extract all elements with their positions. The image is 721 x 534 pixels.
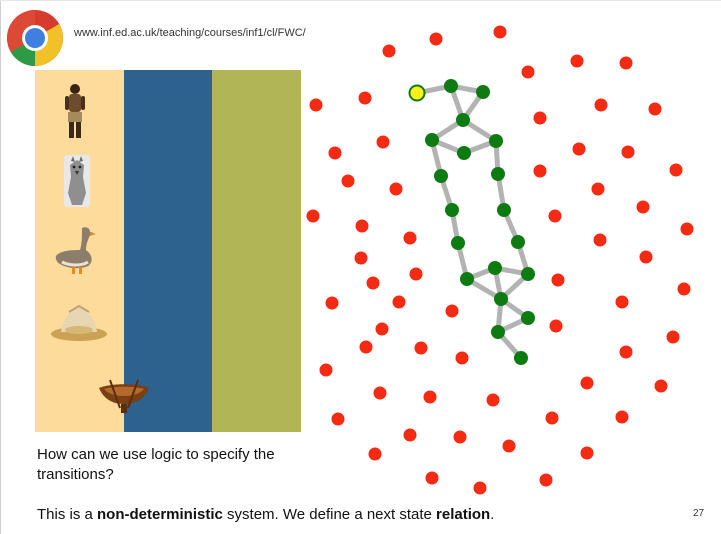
- footer-bold-1: non-deterministic: [97, 506, 223, 523]
- graph-edges: [414, 83, 531, 361]
- page-url[interactable]: www.inf.ed.ac.uk/teaching/courses/inf1/c…: [74, 27, 306, 39]
- farmer-icon: [65, 84, 85, 138]
- grain-icon: [51, 304, 107, 341]
- right-bank: [212, 70, 301, 432]
- page-number: 27: [693, 508, 705, 519]
- graph-path-states: [425, 79, 535, 365]
- graph-red-states: [306, 25, 694, 495]
- question-text: How can we use logic to specify the tran…: [37, 446, 275, 483]
- frame-left-border: [0, 0, 1, 534]
- footer-text-3: .: [490, 506, 495, 523]
- footer-text-2: system. We define a next state: [222, 506, 437, 523]
- river: [124, 70, 212, 432]
- footer-text-1: This is a: [37, 506, 98, 523]
- boat-icon: [99, 379, 149, 413]
- wolf-icon: [64, 155, 90, 207]
- footer-statement: This is a non-deterministic system. We d…: [37, 506, 494, 523]
- state-graph: [306, 25, 694, 495]
- frame-top-border: [0, 0, 721, 1]
- goose-icon: [55, 227, 96, 274]
- footer-bold-2: relation: [436, 506, 491, 523]
- graph-start-state: [408, 84, 426, 102]
- chrome-logo-icon: [7, 10, 63, 66]
